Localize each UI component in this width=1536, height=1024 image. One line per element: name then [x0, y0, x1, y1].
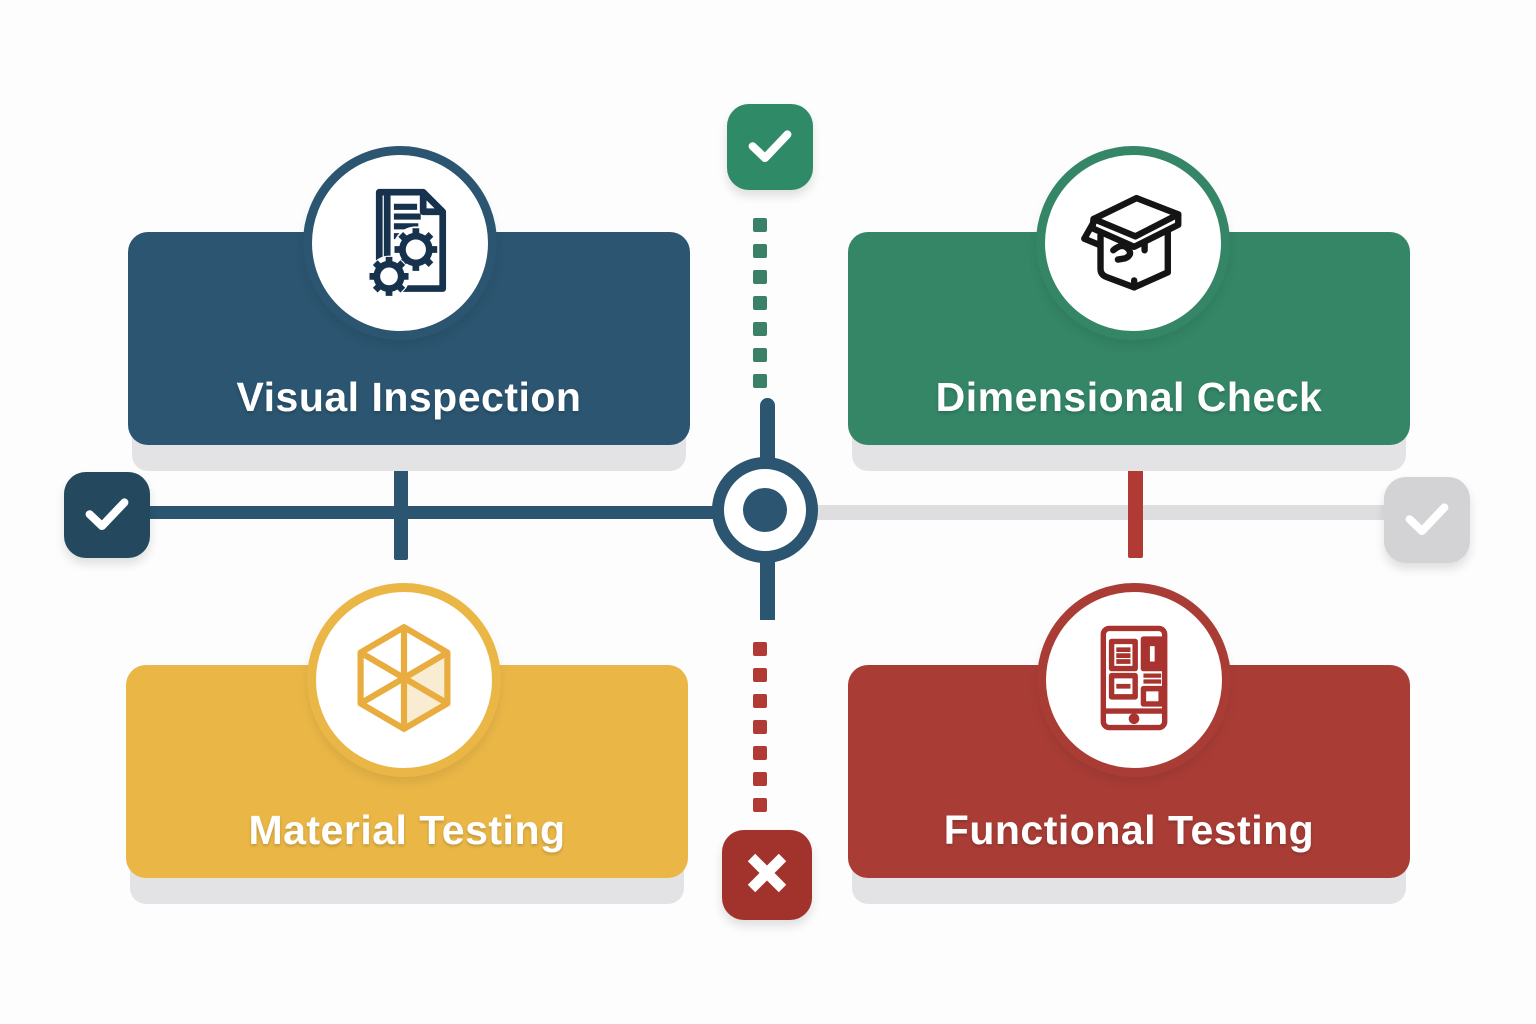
- left-axis-line: [140, 506, 768, 519]
- check-icon: [1396, 487, 1458, 554]
- card-label: Dimensional Check: [935, 374, 1323, 420]
- visual-inspection-tick: [394, 470, 408, 560]
- check-icon: [76, 482, 138, 549]
- bottom-dotted-line: [753, 642, 767, 812]
- card-label: Material Testing: [248, 807, 566, 853]
- package-box-icon: [1075, 183, 1191, 304]
- bottom-cross-badge: [722, 830, 812, 920]
- tablet-checklist-icon: [1075, 619, 1193, 742]
- top-check-badge: [727, 104, 813, 190]
- left-check-badge: [64, 472, 150, 558]
- functional-testing-icon-circle: [1037, 583, 1231, 777]
- visual-inspection-icon-circle: [303, 146, 497, 340]
- dimensional-check-icon-circle: [1036, 146, 1230, 340]
- card-label: Visual Inspection: [236, 374, 582, 420]
- dimensional-check-tick: [1128, 466, 1143, 558]
- card-label: Functional Testing: [943, 807, 1315, 853]
- card-dimensional-check: Dimensional Check: [848, 232, 1410, 445]
- center-target-icon: [712, 457, 818, 563]
- right-axis-line: [768, 505, 1390, 520]
- right-check-badge: [1384, 477, 1470, 563]
- check-icon: [739, 114, 801, 181]
- cross-icon: [736, 842, 798, 909]
- top-dotted-line: [753, 218, 767, 388]
- center-target-dot: [743, 488, 787, 532]
- cube-icon: [342, 616, 466, 745]
- material-testing-icon-circle: [307, 583, 501, 777]
- document-gears-icon: [339, 180, 461, 307]
